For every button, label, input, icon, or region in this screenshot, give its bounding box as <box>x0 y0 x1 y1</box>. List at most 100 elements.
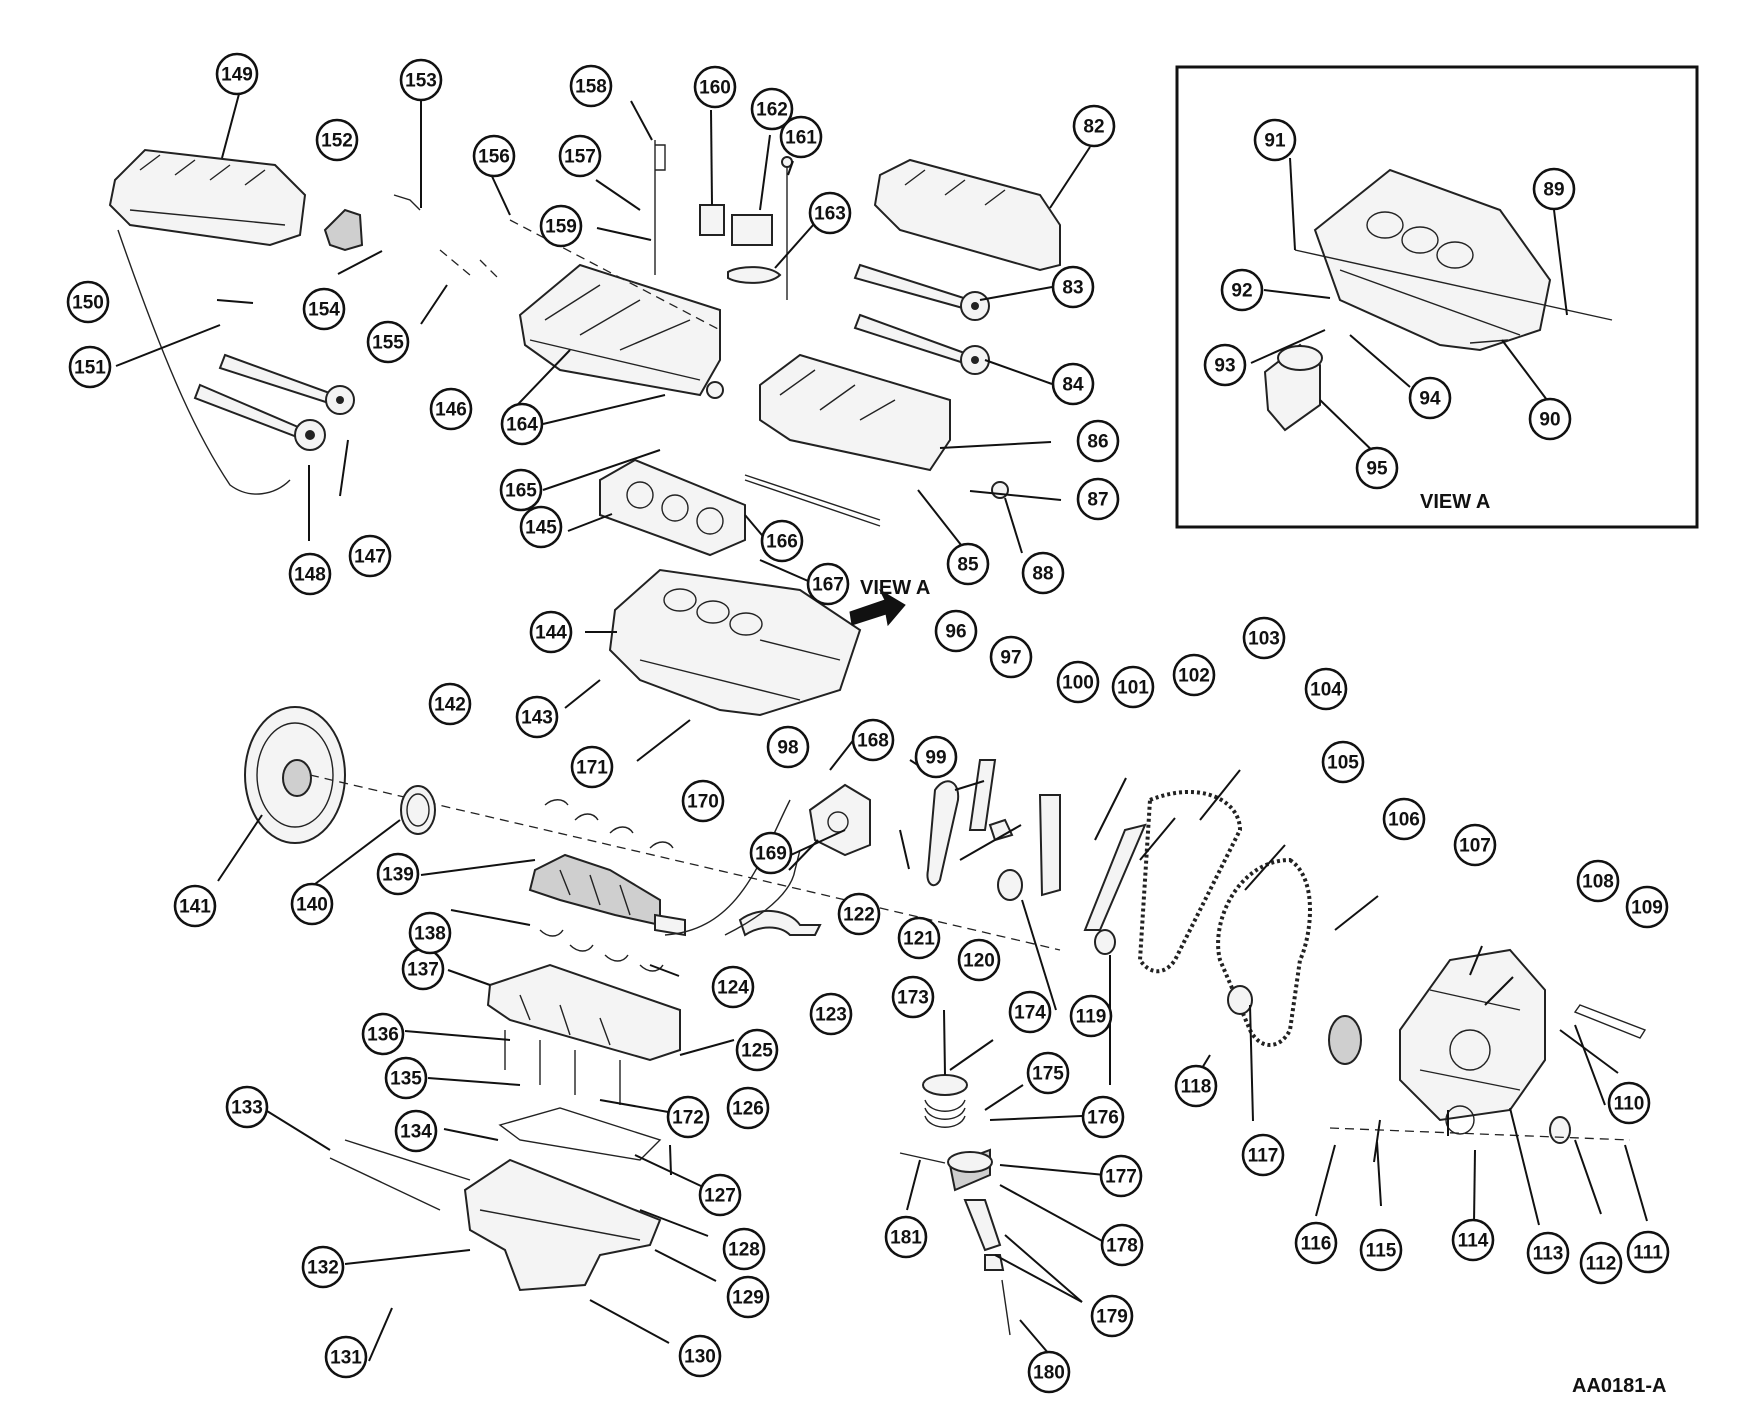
left-valve-cover <box>108 148 307 247</box>
timing-chain-right <box>1137 790 1243 974</box>
callout-number: 137 <box>407 960 439 981</box>
callout-circle <box>749 831 793 875</box>
callout-number: 103 <box>1248 629 1280 650</box>
callout-number: 163 <box>814 204 846 225</box>
callout-circle <box>1203 343 1247 387</box>
callout-89: 89 <box>1532 167 1576 211</box>
callout-number: 177 <box>1105 1167 1137 1188</box>
callout-number: 116 <box>1301 1234 1332 1255</box>
callout-number: 134 <box>400 1122 432 1143</box>
callout-118: 118 <box>1174 1064 1218 1108</box>
callout-number: 174 <box>1014 1003 1046 1024</box>
callout-circle <box>302 287 346 331</box>
callout-circle <box>225 1085 269 1129</box>
callout-circle <box>1072 104 1116 148</box>
callout-114: 114 <box>1451 1218 1495 1262</box>
callout-circle <box>1111 665 1155 709</box>
callout-circle <box>1081 1095 1125 1139</box>
front-cover <box>1399 948 1546 1135</box>
callout-138: 138 <box>408 911 452 955</box>
callout-circle <box>569 64 613 108</box>
callout-number: 150 <box>72 293 104 314</box>
crankshaft <box>528 853 686 937</box>
callout-circle <box>957 938 1001 982</box>
callout-140: 140 <box>290 882 334 926</box>
callout-number: 170 <box>687 792 719 813</box>
callout-number: 166 <box>766 532 798 553</box>
callout-circle <box>779 115 823 159</box>
callout-113: 113 <box>1526 1231 1570 1275</box>
callout-circle <box>726 1086 770 1130</box>
view-a-label-inset: VIEW A <box>1420 491 1490 513</box>
callout-number: 96 <box>945 622 966 643</box>
callout-number: 84 <box>1062 375 1084 396</box>
callout-168: 168 <box>851 718 895 762</box>
callout-circle <box>394 1109 438 1153</box>
callout-144: 144 <box>529 610 573 654</box>
callout-circle <box>1528 397 1572 441</box>
callout-circle <box>1076 419 1120 463</box>
callout-134: 134 <box>394 1109 438 1153</box>
callout-152: 152 <box>315 118 359 162</box>
callout-149: 149 <box>215 52 259 96</box>
callout-circle <box>851 718 895 762</box>
callout-150: 150 <box>66 280 110 324</box>
callout-circle <box>68 345 112 389</box>
callout-circle <box>408 911 452 955</box>
callout-number: 147 <box>354 547 386 568</box>
callout-circle <box>1408 376 1452 420</box>
callout-number: 161 <box>785 128 817 149</box>
right-valve-cover <box>873 158 1061 272</box>
callout-147: 147 <box>348 534 392 578</box>
callout-number: 97 <box>1000 648 1021 669</box>
callout-number: 162 <box>756 100 788 121</box>
callout-circle <box>1321 740 1365 784</box>
callout-circle <box>519 505 563 549</box>
callout-circle <box>399 58 443 102</box>
callout-number: 108 <box>1582 872 1614 893</box>
callout-129: 129 <box>726 1275 770 1319</box>
callout-number: 128 <box>728 1240 760 1261</box>
callout-circle <box>1294 1221 1338 1265</box>
callout-92: 92 <box>1220 268 1264 312</box>
view-a-arrow <box>849 588 906 627</box>
callout-123: 123 <box>809 992 853 1036</box>
oil-pump <box>808 783 871 857</box>
callout-circle <box>1532 167 1576 211</box>
callout-number: 89 <box>1543 180 1564 201</box>
callout-126: 126 <box>726 1086 770 1130</box>
callout-number: 139 <box>382 865 414 886</box>
callout-122: 122 <box>837 892 881 936</box>
callout-154: 154 <box>302 287 346 331</box>
callout-177: 177 <box>1099 1154 1143 1198</box>
callout-circle <box>1382 797 1426 841</box>
callout-153: 153 <box>399 58 443 102</box>
callout-number: 130 <box>684 1347 716 1368</box>
callout-circle <box>726 1275 770 1319</box>
callout-circle <box>429 387 473 431</box>
callout-171: 171 <box>570 745 614 789</box>
callout-number: 169 <box>755 844 787 865</box>
callout-131: 131 <box>324 1335 368 1379</box>
callout-number: 110 <box>1614 1094 1645 1115</box>
part-drawings <box>108 65 1699 1336</box>
callout-number: 119 <box>1076 1007 1107 1028</box>
callout-number: 151 <box>74 358 106 379</box>
flywheel <box>244 706 346 844</box>
callout-circle <box>428 682 472 726</box>
callout-number: 132 <box>307 1258 339 1279</box>
callout-number: 138 <box>414 924 446 945</box>
callout-number: 159 <box>545 217 577 238</box>
callout-number: 164 <box>506 415 538 436</box>
callout-circle <box>806 562 850 606</box>
figure-id: AA0181-A <box>1572 1375 1666 1397</box>
callout-circle <box>766 725 810 769</box>
callout-circle <box>376 852 420 896</box>
callout-circle <box>914 735 958 779</box>
callout-circle <box>1359 1228 1403 1272</box>
callout-number: 175 <box>1032 1064 1064 1085</box>
inset-engine-block <box>1313 168 1552 352</box>
chain-guides <box>926 759 1147 931</box>
bracket-part <box>323 208 364 252</box>
